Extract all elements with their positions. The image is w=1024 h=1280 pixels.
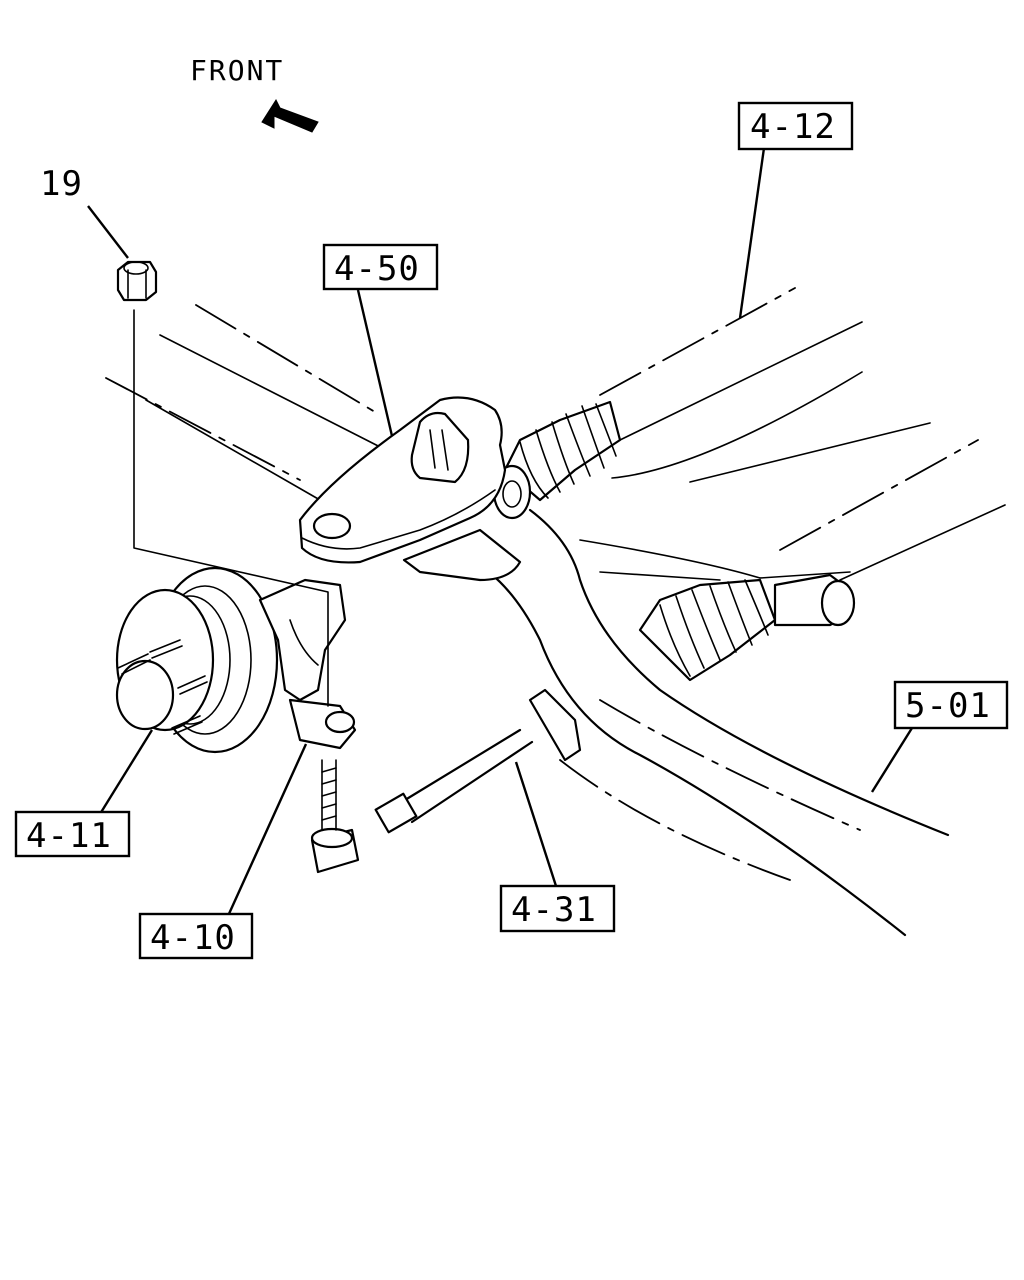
callout-4-12-text: 4-12 xyxy=(750,107,836,147)
exploded-centerline xyxy=(133,309,329,707)
callout-4-50-text: 4-50 xyxy=(334,249,420,289)
arrow-front-icon xyxy=(261,98,319,133)
nut-19 xyxy=(116,260,158,302)
callout-5-01-text: 5-01 xyxy=(905,686,991,726)
callout-4-50: 4-50 xyxy=(322,243,439,291)
wheel-studs xyxy=(117,639,208,735)
axle-beam xyxy=(468,508,950,937)
callout-19: 19 xyxy=(40,164,83,204)
callout-19-text: 19 xyxy=(40,164,83,204)
callout-4-31-text: 4-31 xyxy=(511,890,597,930)
callout-4-11-text: 4-11 xyxy=(26,816,112,856)
callout-4-11: 4-11 xyxy=(14,810,131,858)
frame-rails xyxy=(105,287,1006,581)
callout-5-01: 5-01 xyxy=(893,680,1009,730)
tie-rod-end xyxy=(310,688,582,874)
leader-lines xyxy=(87,147,914,917)
front-indicator: FRONT xyxy=(190,54,319,133)
steering-rack xyxy=(492,400,622,520)
drag-link xyxy=(298,396,522,582)
callout-4-12: 4-12 xyxy=(737,101,854,151)
front-label: FRONT xyxy=(190,54,284,87)
callout-4-10-text: 4-10 xyxy=(150,918,236,958)
callout-4-10: 4-10 xyxy=(138,912,254,960)
callout-4-31: 4-31 xyxy=(499,884,616,933)
lower-rack xyxy=(638,571,856,682)
knuckle-hub xyxy=(115,566,357,754)
